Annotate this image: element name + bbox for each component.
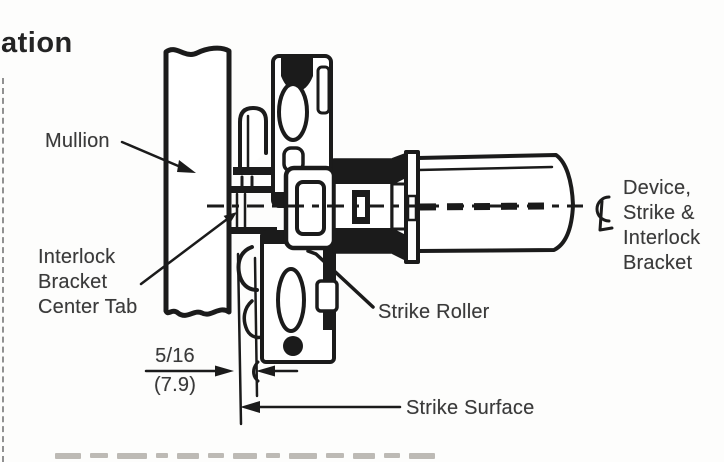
page-margin-dashed-line — [2, 78, 4, 462]
dimension-inches-value: 5/16 — [155, 345, 195, 367]
interlock-bracket-label-line2: Bracket — [38, 271, 108, 293]
cutoff-text-remnants — [55, 453, 455, 461]
device-label-line3: Interlock — [623, 227, 701, 249]
strike-surface-label: Strike Surface — [406, 397, 535, 419]
page-heading-partial: ation — [1, 27, 73, 59]
strike-surface-leader-arrow — [240, 401, 402, 413]
interlock-leader-arrow — [139, 212, 237, 286]
device-strike-interlock-label: Device, Strike & Interlock Bracket — [623, 176, 700, 276]
strike-roller-drawing — [283, 150, 420, 264]
mullion-label: Mullion — [45, 130, 110, 152]
mullion-drawing — [163, 45, 232, 318]
device-rail-drawing — [416, 153, 575, 253]
strike-roller-leader — [306, 249, 375, 309]
dimension-mm-value: (7.9) — [153, 374, 197, 396]
device-label-line1: Device, — [623, 177, 692, 199]
interlock-bracket-label-line3: Center Tab — [38, 296, 138, 318]
device-label-line2: Strike & — [623, 202, 695, 224]
strike-roller-label: Strike Roller — [378, 301, 490, 323]
device-label-line4: Bracket — [623, 252, 693, 274]
centerline-symbol-icon — [595, 195, 614, 232]
dimension-lines — [144, 252, 299, 426]
interlock-bracket-label: Interlock Bracket Center Tab — [38, 245, 137, 320]
interlock-bracket-label-line1: Interlock — [38, 246, 116, 268]
mullion-leader-arrow — [120, 140, 196, 173]
strike-bracket-drawing — [252, 54, 339, 383]
